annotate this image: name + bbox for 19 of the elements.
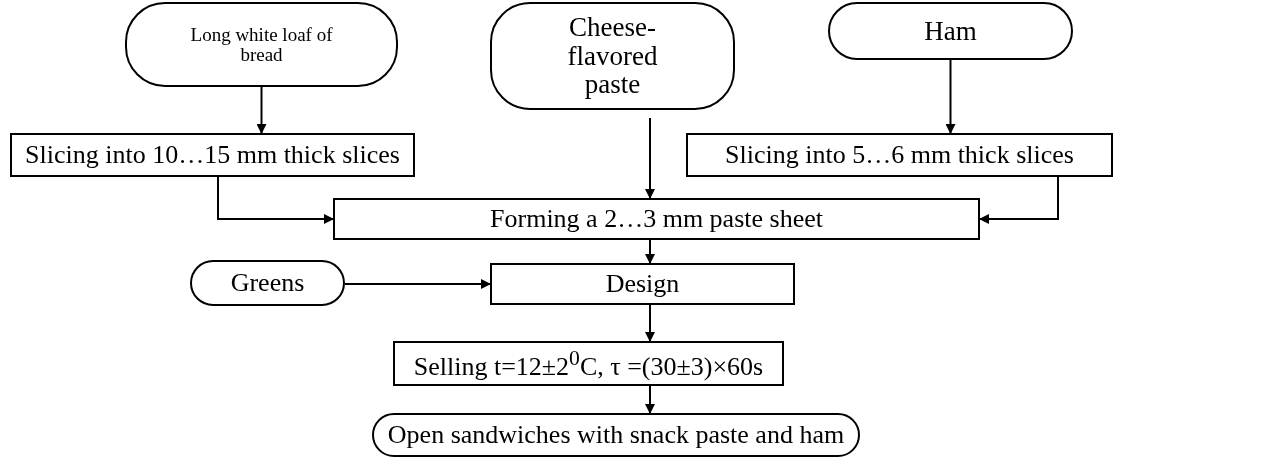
process-box: Design xyxy=(490,263,795,305)
arrow xyxy=(256,86,267,134)
process-box: Forming a 2…3 mm paste sheet xyxy=(333,198,980,240)
arrow xyxy=(645,239,655,264)
terminal-box: Greens xyxy=(190,260,345,306)
process-box: Selling t=12±2$^{0}$C, τ =(30±3)×60s xyxy=(393,341,784,386)
arrow xyxy=(645,304,655,342)
arrow xyxy=(217,176,334,224)
process-box: Slicing into 5…6 mm thick slices xyxy=(686,133,1113,177)
terminal-box: Long white loaf of bread xyxy=(125,2,398,87)
terminal-box: Cheese-flavored paste xyxy=(490,2,735,110)
arrow xyxy=(645,385,655,414)
terminal-box: Open sandwiches with snack paste and ham xyxy=(372,413,860,457)
arrow xyxy=(945,59,956,134)
arrow xyxy=(645,117,655,199)
terminal-box: Ham xyxy=(828,2,1073,60)
arrow xyxy=(979,176,1059,224)
process-box: Slicing into 10…15 mm thick slices xyxy=(10,133,415,177)
arrow xyxy=(344,279,491,289)
